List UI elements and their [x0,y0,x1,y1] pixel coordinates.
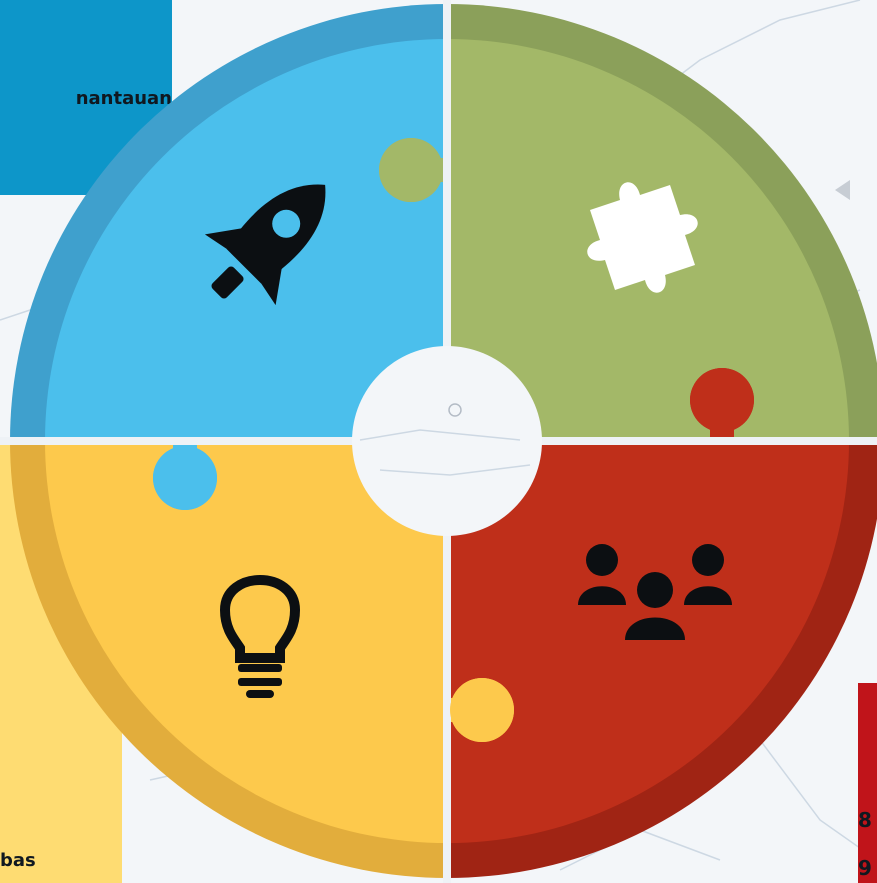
red-side-panel [858,683,877,883]
blue-panel-text: nantauan [75,88,172,109]
yellow-panel-text: bas [0,850,36,871]
lightbulb-icon [219,575,301,698]
center-hole [352,346,542,536]
team-icon [578,544,732,640]
rocket-icon [204,184,326,306]
quadrant-bottom-left [10,441,447,878]
puzzle-piece-icon [587,182,698,293]
red-panel-text-2: 9 [858,856,872,880]
red-panel-text-1: 8 [858,808,872,832]
quadrant-bottom-right [447,441,877,878]
